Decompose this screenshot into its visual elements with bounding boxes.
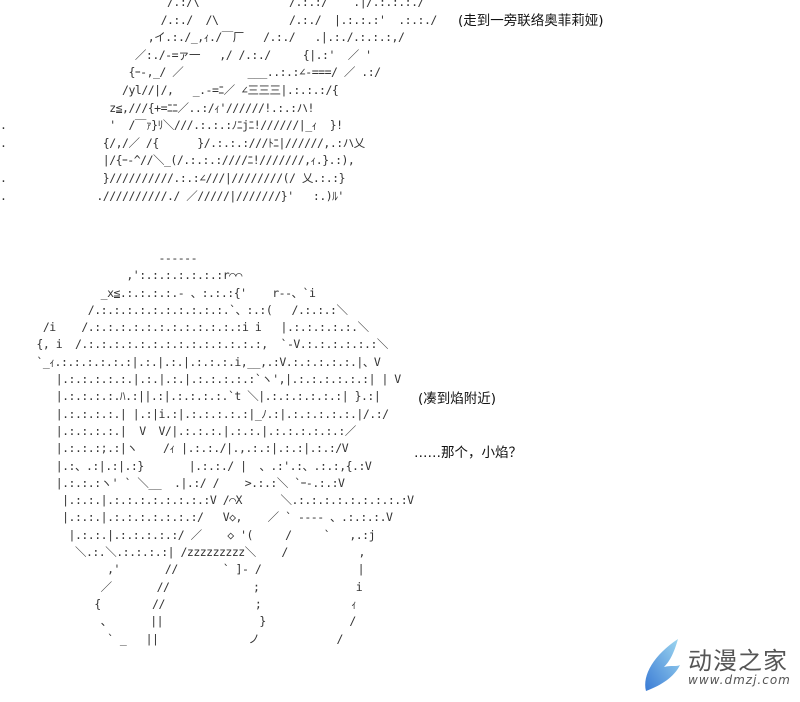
ascii-art-line: ,' // ` ]- / | [30,562,365,577]
ascii-art-line: ／ // ; i [30,579,363,594]
ascii-art-line: . {/,/／ /{ }/.:.:.:///ﾄﾆ|//////,.:ハ乂 [0,135,365,150]
ascii-art-line: |.:.:.:.:.| |.:|i.:|.:.:.:.:.:|_ﾉ.:|.:.:… [30,406,389,421]
ascii-art-bottom: ------ ,':.:.:.:.:.:.:r⌒⌒ _x≦.:.:.:.:.- … [30,250,414,648]
ascii-art-line: |.:.:.:;.:|ヽ /ｨ |.:.:./|.,.:.:|.:.:|.:.:… [30,441,349,456]
ascii-art-line: |.:.:.:.:.ﾊ.:||.:|.:.:.:.:.`t ＼|.:.:.:.:… [30,389,381,404]
ascii-art-line: ------ [30,251,198,265]
ascii-art-line: ,':.:.:.:.:.:.:r⌒⌒ [30,268,242,283]
ascii-art-line: z≦,///{+=ﾆﾆ／..:/ｨ'//////!.:.:ハ! [0,100,314,115]
logo-name: 动漫之家 [688,647,788,675]
ascii-art-line: |.:.:.|.:.:.:.:.:/ ／ ◇ '( / ` ,.:j [30,527,376,542]
ascii-art-line: |.:、.:|.:|.:} |.:.:./ | 、.:'.:、.:.:,{.:V [30,458,372,473]
ascii-art-line: 、 || } / [30,614,357,629]
ascii-art-line: /.:./ /\ /.:./ |.:.:.:' .:.:./ [0,12,438,27]
ascii-art-line: . .//////////./ ／/////|///////}' :.)ﾙ' [0,188,344,203]
ascii-art-line: { // ; ｨ [30,596,357,611]
dialogue-contact-ophelia: (走到一旁联络奥菲莉娅) [458,13,604,29]
ascii-art-line: |.:.:.|.:.:.:.:.:.:.:/ V◇, ／ ` ---- 、.:.… [30,510,393,525]
ascii-art-top: /.:/\ /.:.:/ .|/.:.:.:./ /.:./ /\ /.:./ … [0,0,437,205]
ascii-art-line: _x≦.:.:.:.:.- 、:.:.:{' r--、`i [30,285,316,300]
ascii-art-line: |/{ｰ-^//＼_(/.:.:.:////ﾆ!///////,ｨ.}.:), [0,153,355,168]
ascii-art-line: . }//////////.:.:∠///|////////(/ 乂.:.:} [0,170,346,185]
wing-icon [645,639,680,691]
ascii-art-line: |.:.:.:ヽ' ` ＼__ .|.:/ / >.:.:＼ `ｰ-.:.:V [30,475,345,490]
ascii-art-line: /.:/\ /.:.:/ .|/.:.:.:./ [0,0,424,9]
ascii-art-line: /yl//|/, _.-=ﾆ／ ∠三三三|.:.:.:/{ [0,82,339,97]
ascii-art-line: /i /.:.:.:.:.:.:.:.:.:.:.:.:i i |.:.:.:.… [30,320,369,335]
ascii-art-line: |.:.:.|.:.:.:.:.:.:.:.:V /⌒X ＼.:.:.:.:.:… [30,493,414,508]
ascii-art-line: ` _ || ノ / [30,631,343,646]
logo-url: www.dmzj.com [688,673,791,687]
dmzj-logo: 动漫之家 www.dmzj.com [640,635,800,695]
ascii-art-line: . ' /￣ｧ}ﾘ＼///.:.:.:ﾉﾆjﾆ!//////|_ｨ }! [0,118,343,133]
ascii-art-line: |.:.:.:.:.| V V/|.:.:.:.|.:.:.|.:.:.:.:.… [30,423,357,438]
dialogue-approach-homura: (凑到焰附近) [418,391,497,407]
ascii-art-line: ／:./-=ァ一 ,/ /.:./ {|.:' ／ ' [0,47,372,62]
ascii-art-line: {, i /.:.:.:.:.:.:.:.:.:.:.:.:.:.:, `-V.… [30,337,388,352]
ascii-art-line: ,イ.:./_,ｨ./￣厂 /.:./ .|.:./.:.:.:,/ [0,30,405,45]
ascii-art-line: `_ｨ.:.:.:.:.:.:|.:.|.:.|.:.:.:.i,__,.:V.… [30,354,381,369]
ascii-art-line: |.:.:.:.:.:.|.:.|.:.|.:.:.:.:.:`ヽ',|.:.:… [30,372,402,387]
dialogue-question: ……那个，小焰？ [414,445,522,461]
ascii-art-line: {ｰ-,_/ ／ ___..:.:∠-===/ ／ .:/ [0,65,381,80]
ascii-art-line: /.:.:.:.:.:.:.:.:.:.:.`、:.:( /.:.:.:＼ [30,302,348,317]
ascii-art-line: ＼.:.＼.:.:.:.:| /zzzzzzzzz＼ / , [30,545,365,560]
